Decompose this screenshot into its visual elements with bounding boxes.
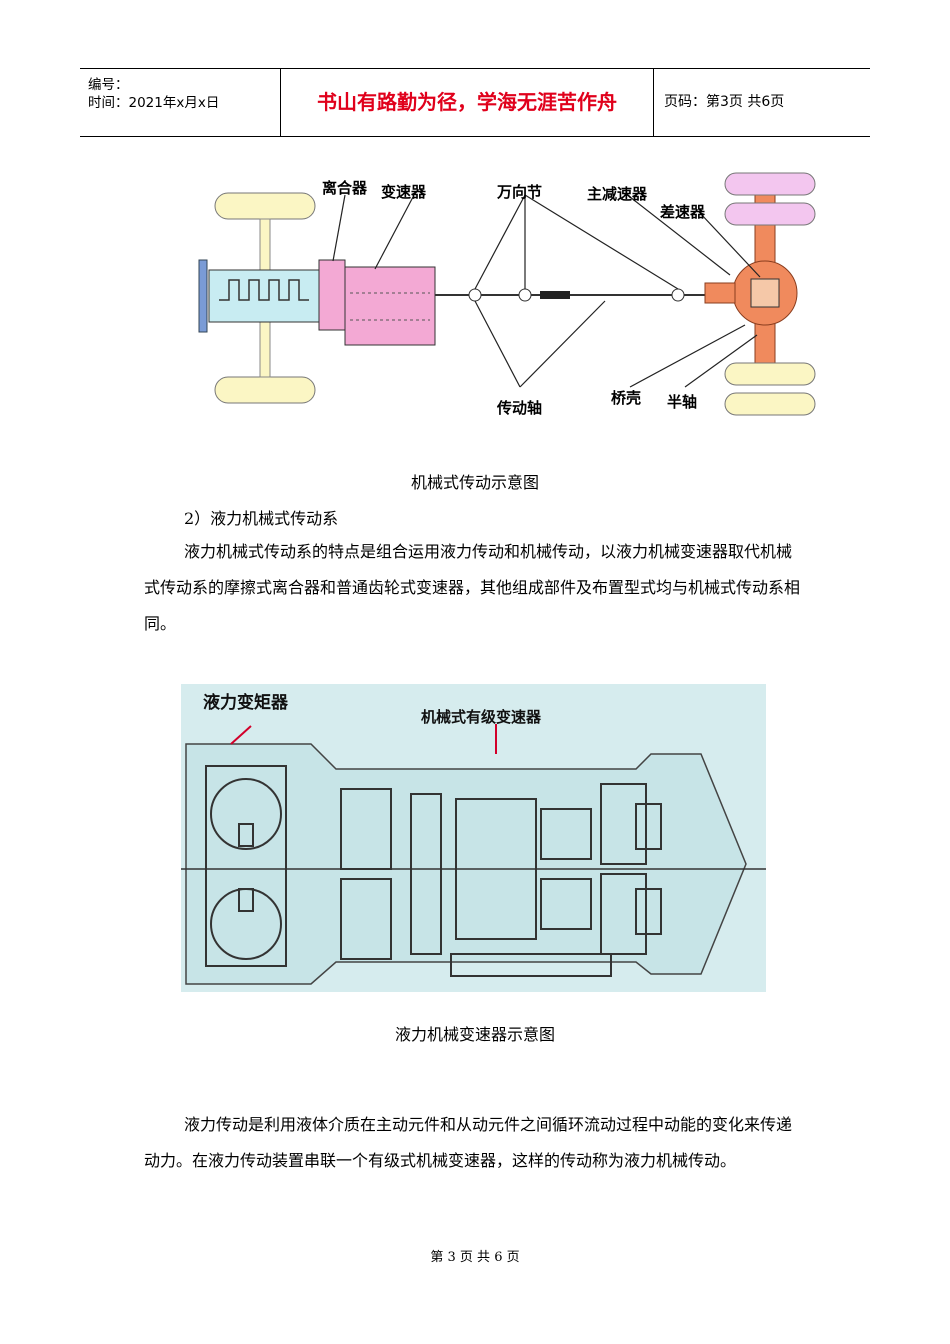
section-heading: 2）液力机械式传动系: [184, 509, 339, 528]
front-wheel-right: [214, 376, 316, 404]
drum-1: [410, 793, 442, 955]
document-header: 编号： 时间：2021年x月x日 书山有路勤为径，学海无涯苦作舟 页码：第3页 …: [80, 68, 870, 137]
time-label: 时间：2021年x月x日: [88, 95, 220, 111]
label-gearbox: 变速器: [381, 183, 427, 201]
transmission-housing: [185, 743, 747, 985]
pinion: [704, 282, 736, 304]
converter-impeller-top: [210, 778, 282, 850]
clutch-housing: [318, 259, 346, 331]
label-half-shaft: 半轴: [667, 393, 697, 411]
page-footer: 第 3 页 共 6 页: [430, 1250, 520, 1265]
label-ujoint: 万向节: [496, 183, 542, 201]
label-final-drive: 主减速器: [587, 185, 648, 203]
hydromechanical-transmission-diagram: 液力变矩器 机械式有级变速器: [181, 684, 766, 992]
differential-case: [750, 278, 780, 308]
clutch-pack-1: [340, 788, 392, 870]
slip-joint: [540, 291, 570, 299]
label-axle-housing: 桥壳: [611, 389, 641, 407]
planetary-set-1: [455, 798, 537, 940]
planetary-gear-bottom: [540, 878, 592, 930]
label-driveshaft: 传动轴: [496, 399, 542, 417]
label-differential: 差速器: [660, 203, 706, 221]
converter-shell: [205, 765, 287, 967]
number-label: 编号：: [88, 77, 129, 93]
closing-paragraph-text: 液力传动是利用液体介质在主动元件和从动元件之间循环流动过程中动能的变化来传递动力…: [144, 1115, 793, 1170]
brake-top: [600, 783, 647, 865]
engine-block: [208, 269, 320, 323]
stator-top: [238, 823, 254, 847]
rear-wheel-bottom-inner: [724, 362, 816, 386]
section-paragraph-text: 液力机械式传动系的特点是组合运用液力传动和机械传动，以液力机械变速器取代机械式传…: [144, 542, 801, 633]
section-paragraph: 液力机械式传动系的特点是组合运用液力传动和机械传动，以液力机械变速器取代机械式传…: [144, 534, 804, 642]
clutch-pack-2: [340, 878, 392, 960]
rear-wheel-bottom-outer: [724, 392, 816, 416]
header-meta-cell: 编号： 时间：2021年x月x日: [80, 69, 281, 136]
flywheel: [198, 259, 208, 333]
planetary-gear-top: [540, 808, 592, 860]
mechanical-drivetrain-diagram: 离合器 变速器 万向节 主减速器 差速器 传动轴 桥壳 半轴: [198, 172, 816, 417]
rear-wheel-top-inner: [724, 202, 816, 226]
output-gear-top: [635, 803, 662, 850]
closing-paragraph: 液力传动是利用液体介质在主动元件和从动元件之间循环流动过程中动能的变化来传递动力…: [144, 1107, 804, 1179]
lower-gear-rail: [450, 953, 612, 977]
brake-bottom: [600, 873, 647, 955]
header-page-info: 页码：第3页 共6页: [664, 94, 785, 110]
stator-bottom: [238, 888, 254, 912]
ujoint-1: [468, 288, 482, 302]
rear-wheel-top-outer: [724, 172, 816, 196]
front-wheel-left: [214, 192, 316, 220]
ujoint-2: [518, 288, 532, 302]
label-mech-gearbox: 机械式有级变速器: [421, 708, 542, 726]
label-torque-converter: 液力变矩器: [203, 692, 289, 713]
ujoint-3: [671, 288, 685, 302]
figure2-caption: 液力机械变速器示意图: [394, 1025, 555, 1044]
crankshaft: [219, 279, 309, 301]
gearbox-housing: [344, 266, 436, 346]
output-gear-bottom: [635, 888, 662, 935]
figure1-caption: 机械式传动示意图: [410, 473, 539, 492]
label-clutch: 离合器: [322, 179, 368, 197]
header-motto: 书山有路勤为径，学海无涯苦作舟: [281, 69, 654, 136]
